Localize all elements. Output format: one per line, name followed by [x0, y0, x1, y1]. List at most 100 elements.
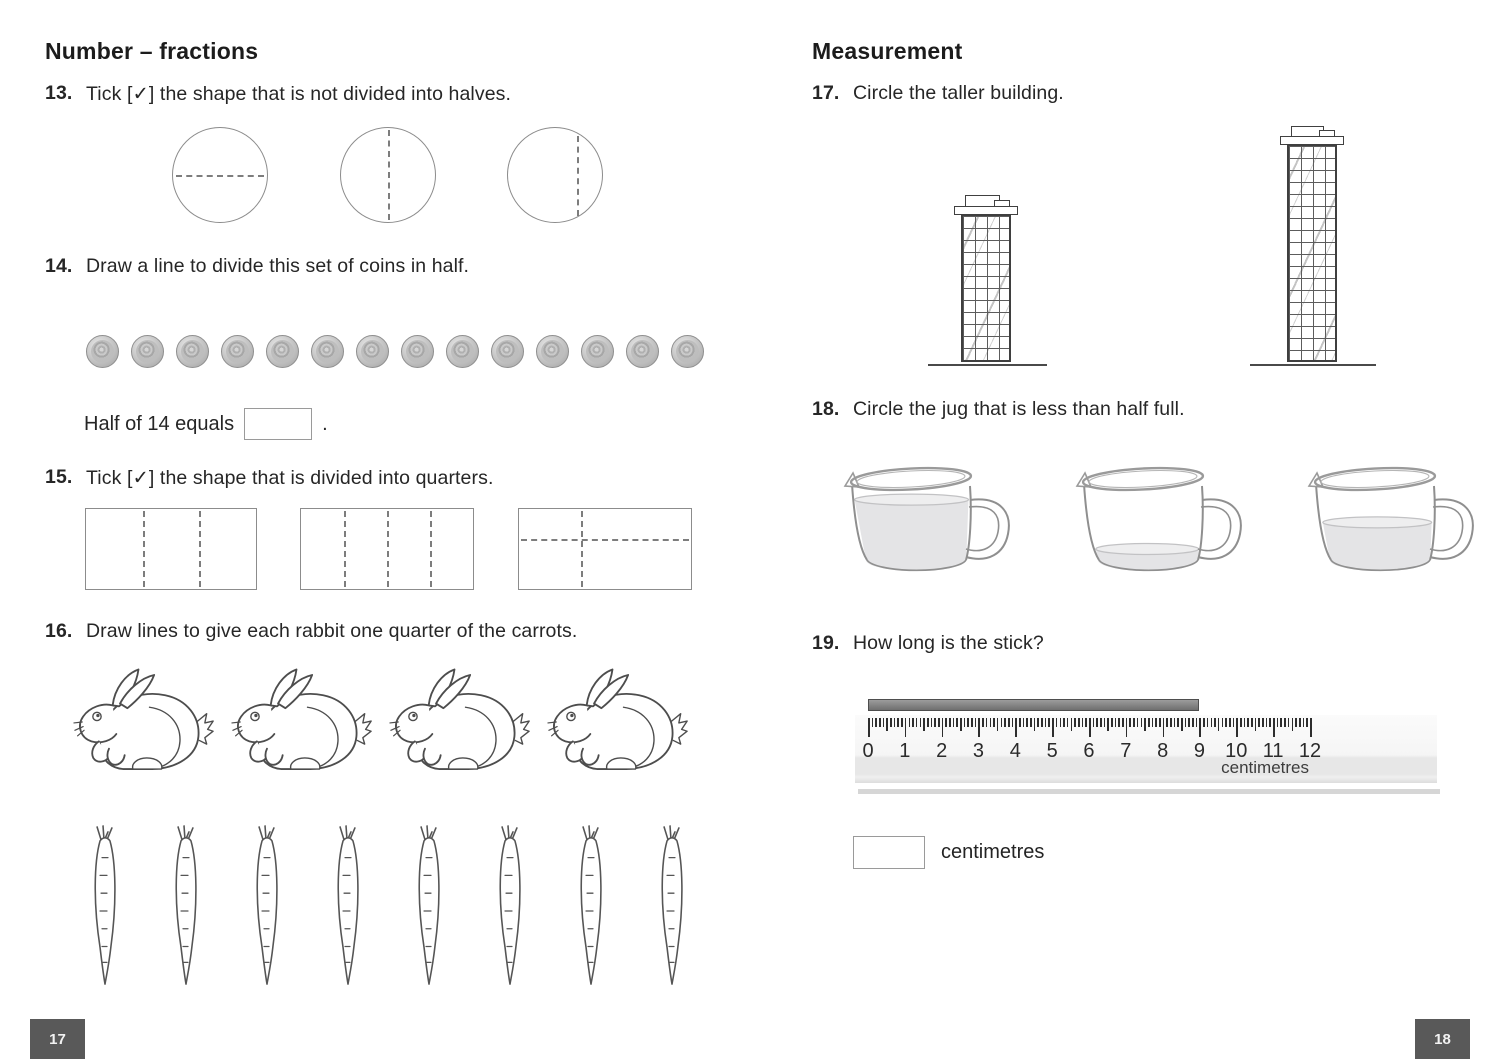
ruler-tick — [960, 718, 962, 731]
coin — [356, 335, 389, 368]
ruler-tick — [1262, 718, 1264, 727]
ruler-tick — [1298, 718, 1301, 727]
carrot[interactable] — [493, 824, 527, 992]
ruler-tick — [882, 718, 885, 727]
q13-option-circle-horizontal-half[interactable] — [172, 127, 268, 223]
ruler-tick — [967, 718, 970, 727]
building-short[interactable] — [954, 195, 1018, 365]
jugs-row — [843, 456, 1477, 590]
q19-answer-box[interactable] — [853, 836, 925, 869]
q13-option-circle-vertical-half[interactable] — [340, 127, 436, 223]
ruler-tick — [1265, 718, 1268, 727]
ruler-tick — [1184, 718, 1187, 727]
ruler-number: 7 — [1120, 740, 1132, 762]
ruler-tick — [1103, 718, 1106, 727]
section-title-measurement: Measurement — [812, 38, 963, 64]
ruler-number: 4 — [1009, 740, 1021, 762]
ruler-number: 8 — [1157, 740, 1169, 762]
ruler-tick — [1232, 718, 1235, 727]
ruler-tick — [901, 718, 903, 727]
q15-option-rect-thirds[interactable] — [85, 508, 257, 590]
ruler-tick — [952, 718, 955, 727]
ruler-tick — [1251, 718, 1253, 727]
half-of-14-line: Half of 14 equals . — [84, 408, 328, 440]
ruler-tick — [1129, 718, 1132, 727]
coin — [401, 335, 434, 368]
coin — [491, 335, 524, 368]
page-number-right: 18 — [1415, 1019, 1470, 1059]
ruler-tick — [1096, 718, 1098, 727]
carrot[interactable] — [250, 824, 284, 992]
ruler-tick — [1162, 718, 1165, 737]
jug[interactable] — [843, 456, 1013, 590]
half-of-14-answer-box[interactable] — [244, 408, 313, 440]
ruler-tick — [1158, 718, 1161, 727]
coin — [266, 335, 299, 368]
q13-number: 13. — [45, 82, 73, 104]
carrot[interactable] — [655, 824, 689, 992]
ruler-number: 0 — [862, 740, 874, 762]
ruler-tick — [1284, 718, 1286, 727]
rabbit[interactable] — [70, 663, 218, 781]
building-facade — [1287, 144, 1337, 362]
ruler-tick — [993, 718, 995, 727]
ruler-tick — [886, 718, 888, 731]
ruler-tick — [1030, 718, 1032, 727]
dashed-divider — [176, 175, 264, 177]
ruler-tick — [1199, 718, 1202, 737]
carrot[interactable] — [412, 824, 446, 992]
q18-number: 18. — [812, 398, 840, 420]
q15-number: 15. — [45, 466, 73, 488]
q19-text: How long is the stick? — [853, 632, 1044, 654]
q14-number: 14. — [45, 255, 73, 277]
rabbit[interactable] — [386, 663, 534, 781]
question-14: 14. Draw a line to divide this set of co… — [45, 255, 469, 278]
carrot[interactable] — [574, 824, 608, 992]
dashed-divider — [344, 511, 346, 587]
ruler-tick — [974, 718, 977, 727]
rabbit[interactable] — [544, 663, 692, 781]
ruler-tick — [1011, 718, 1014, 727]
ruler-number: 1 — [899, 740, 911, 762]
half-of-14-suffix: . — [322, 412, 328, 435]
ruler-tick — [1254, 718, 1257, 731]
ruler-tick — [1214, 718, 1216, 727]
ruler-tick — [1206, 718, 1209, 727]
ruler-tick — [1287, 718, 1290, 727]
q15-option-rect-quarters[interactable] — [300, 508, 474, 590]
building-tall[interactable] — [1280, 126, 1344, 365]
ruler-tick — [1037, 718, 1039, 727]
ruler-tick — [934, 718, 936, 727]
rabbit[interactable] — [228, 663, 376, 781]
ruler-tick — [1022, 718, 1025, 727]
ruler-tick — [1217, 718, 1220, 731]
dashed-divider — [199, 511, 202, 587]
jug[interactable] — [1075, 456, 1245, 590]
ruler-tick — [919, 718, 922, 727]
q18-text: Circle the jug that is less than half fu… — [853, 398, 1185, 420]
question-13: 13. Tick [✓] the shape that is not divid… — [45, 82, 511, 106]
q15-option-rect-cross[interactable] — [518, 508, 692, 590]
jug[interactable] — [1307, 456, 1477, 590]
ruler-shadow — [858, 789, 1440, 794]
carrot[interactable] — [331, 824, 365, 992]
section-title-fractions: Number – fractions — [45, 38, 259, 64]
ruler-tick — [1291, 718, 1294, 731]
ruler-number: 6 — [1083, 740, 1095, 762]
ruler-tick — [1004, 718, 1006, 727]
rabbits-row — [70, 663, 692, 781]
q19-answer-unit-label: centimetres — [941, 841, 1045, 863]
carrot[interactable] — [88, 824, 122, 992]
question-19: 19. How long is the stick? — [812, 632, 1044, 655]
carrots-row — [88, 824, 689, 992]
coins-row[interactable] — [86, 335, 704, 368]
q14-text: Draw a line to divide this set of coins … — [86, 255, 470, 277]
q13-option-circle-offcentre[interactable] — [507, 127, 603, 223]
building-facade — [961, 214, 1011, 362]
q16-number: 16. — [45, 620, 73, 642]
ruler-tick — [879, 718, 881, 727]
ruler-tick — [941, 718, 944, 737]
ruler-tick — [1170, 718, 1172, 727]
carrot[interactable] — [169, 824, 203, 992]
